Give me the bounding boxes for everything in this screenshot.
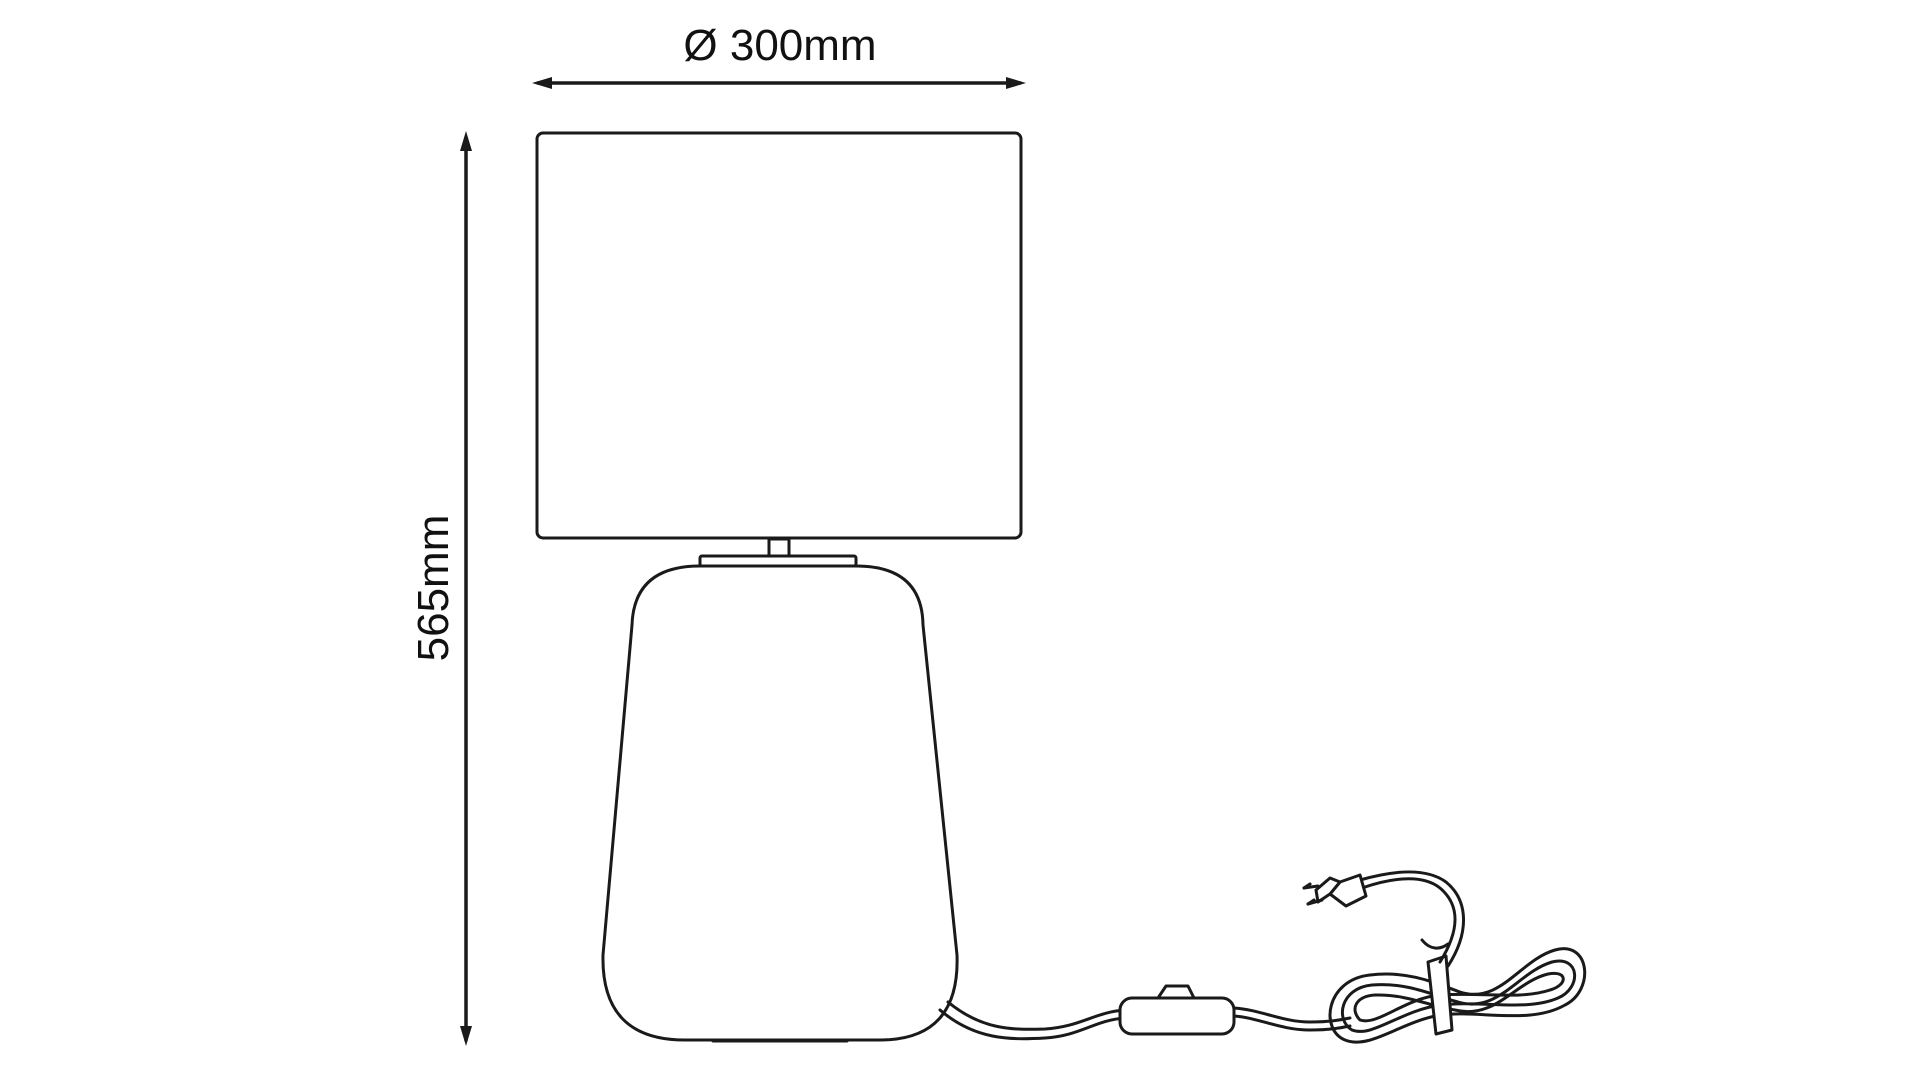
width-arrow-right: [1006, 77, 1026, 89]
inline-switch: [1118, 984, 1236, 1036]
power-cord: [938, 870, 1587, 1044]
width-label: Ø 300mm: [683, 21, 876, 70]
height-dimension: 565mm: [409, 131, 472, 1046]
lamp-neck-rod: [767, 537, 791, 558]
height-label: 565mm: [409, 515, 458, 662]
power-plug: [1302, 873, 1368, 908]
height-arrow-top: [460, 131, 472, 151]
lamp-shade: [535, 131, 1023, 540]
lamp-body: [601, 564, 959, 1042]
width-arrow-left: [532, 77, 552, 89]
height-arrow-bottom: [460, 1026, 472, 1046]
lamp-neck: [698, 537, 858, 568]
cord-coil: [1328, 938, 1587, 1044]
width-dimension: Ø 300mm: [532, 21, 1026, 89]
